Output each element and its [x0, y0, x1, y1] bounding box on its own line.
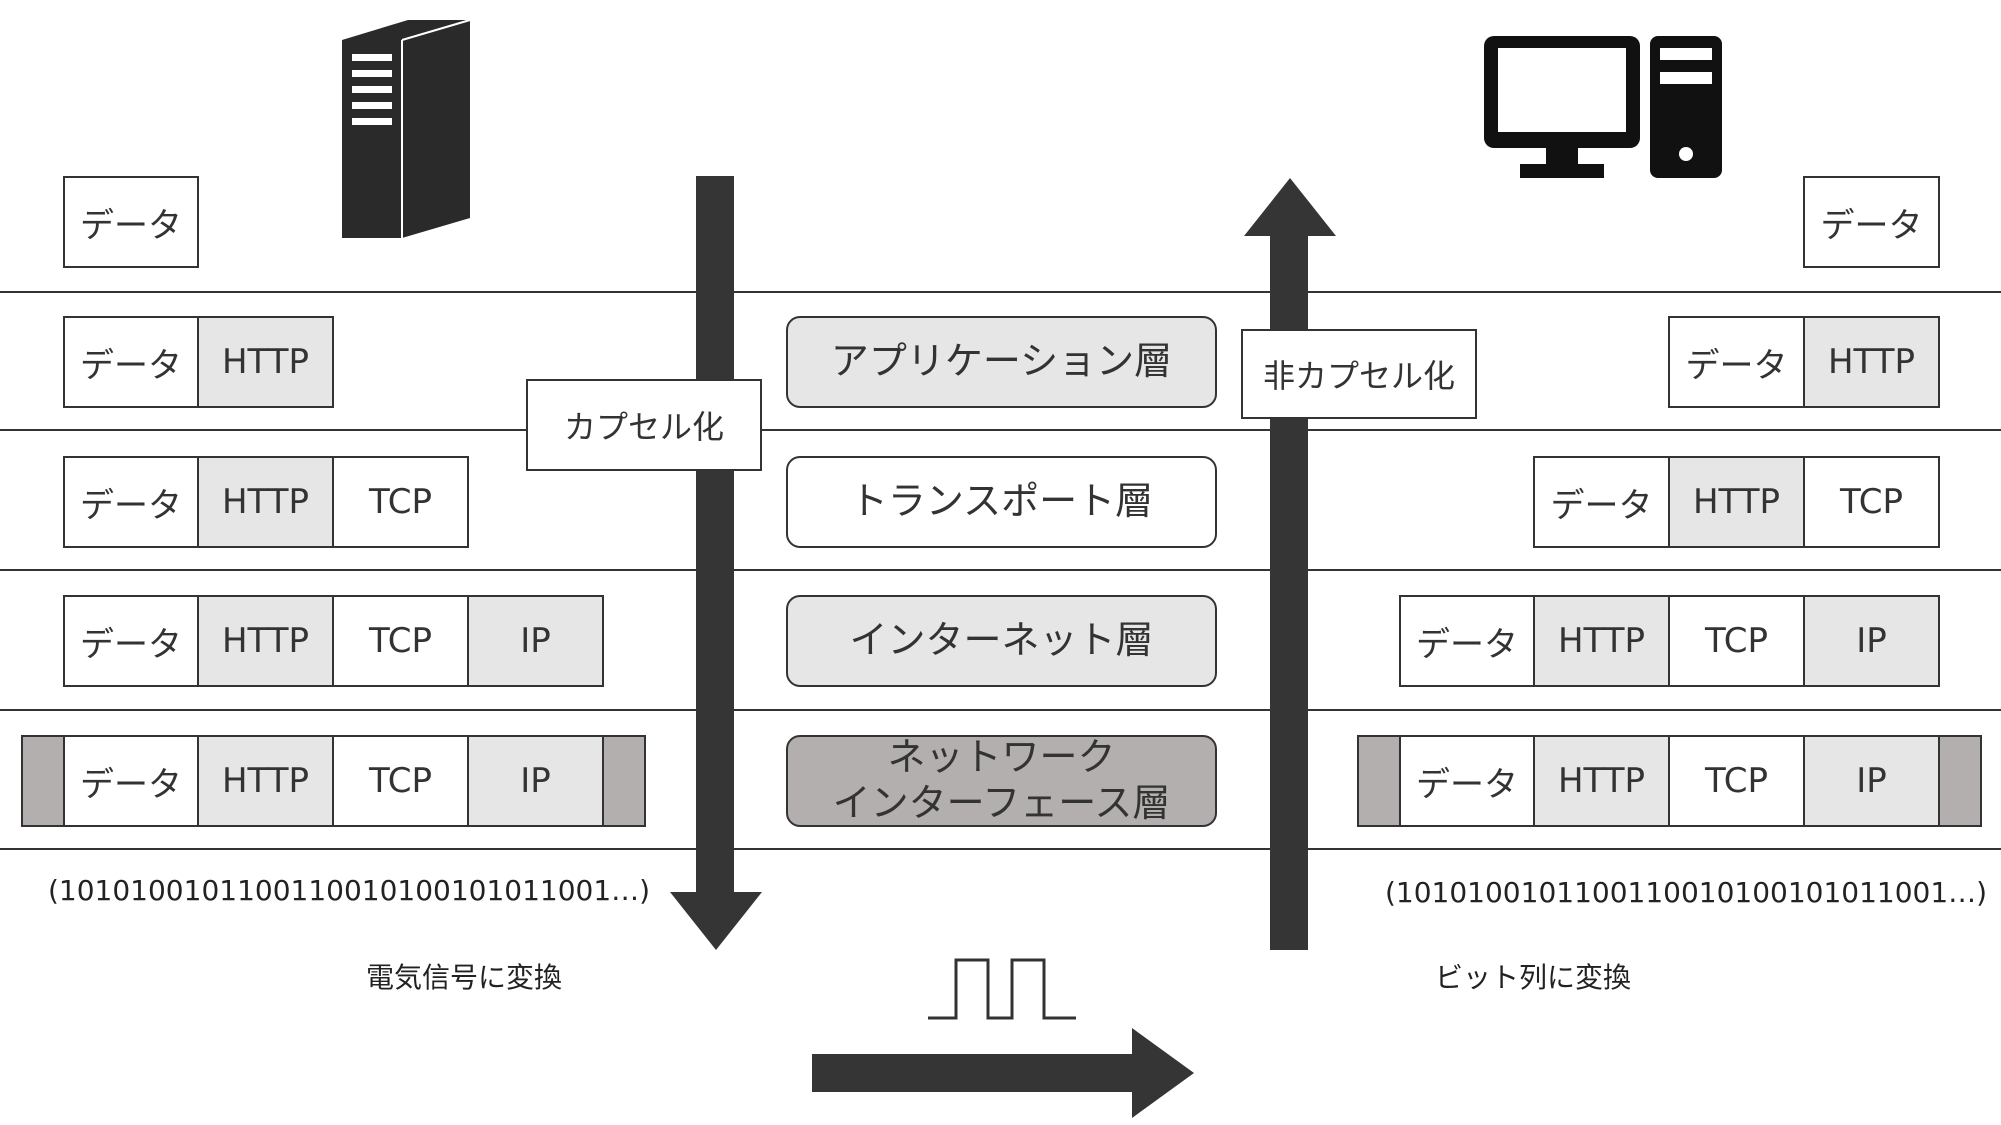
layer-divider-4 — [0, 709, 2001, 711]
receiver-bit-string: (1010100101100110010100101011001…) — [1385, 876, 1988, 909]
packet-http-header: HTTP — [1533, 595, 1670, 687]
transmission-arrow — [812, 1028, 1194, 1118]
packet-data: データ — [1803, 176, 1940, 268]
layer-transport: トランスポート層 — [786, 456, 1217, 548]
packet-data: データ — [1533, 456, 1670, 548]
packet-tcp-header: TCP — [332, 595, 469, 687]
layer-divider-3 — [0, 569, 2001, 571]
packet-ip-header: IP — [1803, 595, 1940, 687]
packet-data: データ — [63, 735, 199, 827]
packet-frame-header — [21, 735, 65, 827]
encapsulation-label: カプセル化 — [526, 379, 762, 471]
packet-tcp-header: TCP — [1668, 595, 1805, 687]
desktop-computer-icon — [1484, 36, 1722, 178]
packet-ip-header: IP — [1803, 735, 1940, 827]
packet-tcp-header: TCP — [332, 456, 469, 548]
packet-http-header: HTTP — [1803, 316, 1940, 408]
layer-application: アプリケーション層 — [786, 316, 1217, 408]
packet-data: データ — [63, 456, 199, 548]
packet-data: データ — [1668, 316, 1805, 408]
packet-data: データ — [63, 316, 199, 408]
packet-http-header: HTTP — [197, 316, 334, 408]
packet-http-header: HTTP — [197, 456, 334, 548]
decapsulation-label: 非カプセル化 — [1241, 329, 1477, 419]
packet-http-header: HTTP — [197, 595, 334, 687]
encapsulation-arrow — [670, 176, 762, 950]
layer-divider-1 — [0, 291, 2001, 293]
decapsulation-arrow — [1244, 178, 1336, 950]
packet-tcp-header: TCP — [1803, 456, 1940, 548]
packet-frame-trailer — [602, 735, 646, 827]
layer-divider-2 — [0, 429, 2001, 431]
layer-divider-5 — [0, 848, 2001, 850]
packet-frame-header — [1357, 735, 1401, 827]
square-wave-icon — [928, 958, 1076, 1020]
receiver-caption: ビット列に変換 — [1435, 961, 1632, 994]
sender-caption: 電気信号に変換 — [366, 961, 563, 994]
packet-ip-header: IP — [467, 595, 604, 687]
packet-data: データ — [1399, 595, 1535, 687]
packet-http-header: HTTP — [1668, 456, 1805, 548]
server-icon — [342, 19, 471, 238]
layer-internet: インターネット層 — [786, 595, 1217, 687]
packet-tcp-header: TCP — [1668, 735, 1805, 827]
sender-bit-string: (1010100101100110010100101011001…) — [48, 874, 651, 907]
packet-frame-trailer — [1938, 735, 1982, 827]
packet-data: データ — [63, 176, 199, 268]
packet-tcp-header: TCP — [332, 735, 469, 827]
packet-ip-header: IP — [467, 735, 604, 827]
packet-http-header: HTTP — [1533, 735, 1670, 827]
packet-http-header: HTTP — [197, 735, 334, 827]
packet-data: データ — [63, 595, 199, 687]
layer-network-interface: ネットワーク インターフェース層 — [786, 735, 1217, 827]
packet-data: データ — [1399, 735, 1535, 827]
